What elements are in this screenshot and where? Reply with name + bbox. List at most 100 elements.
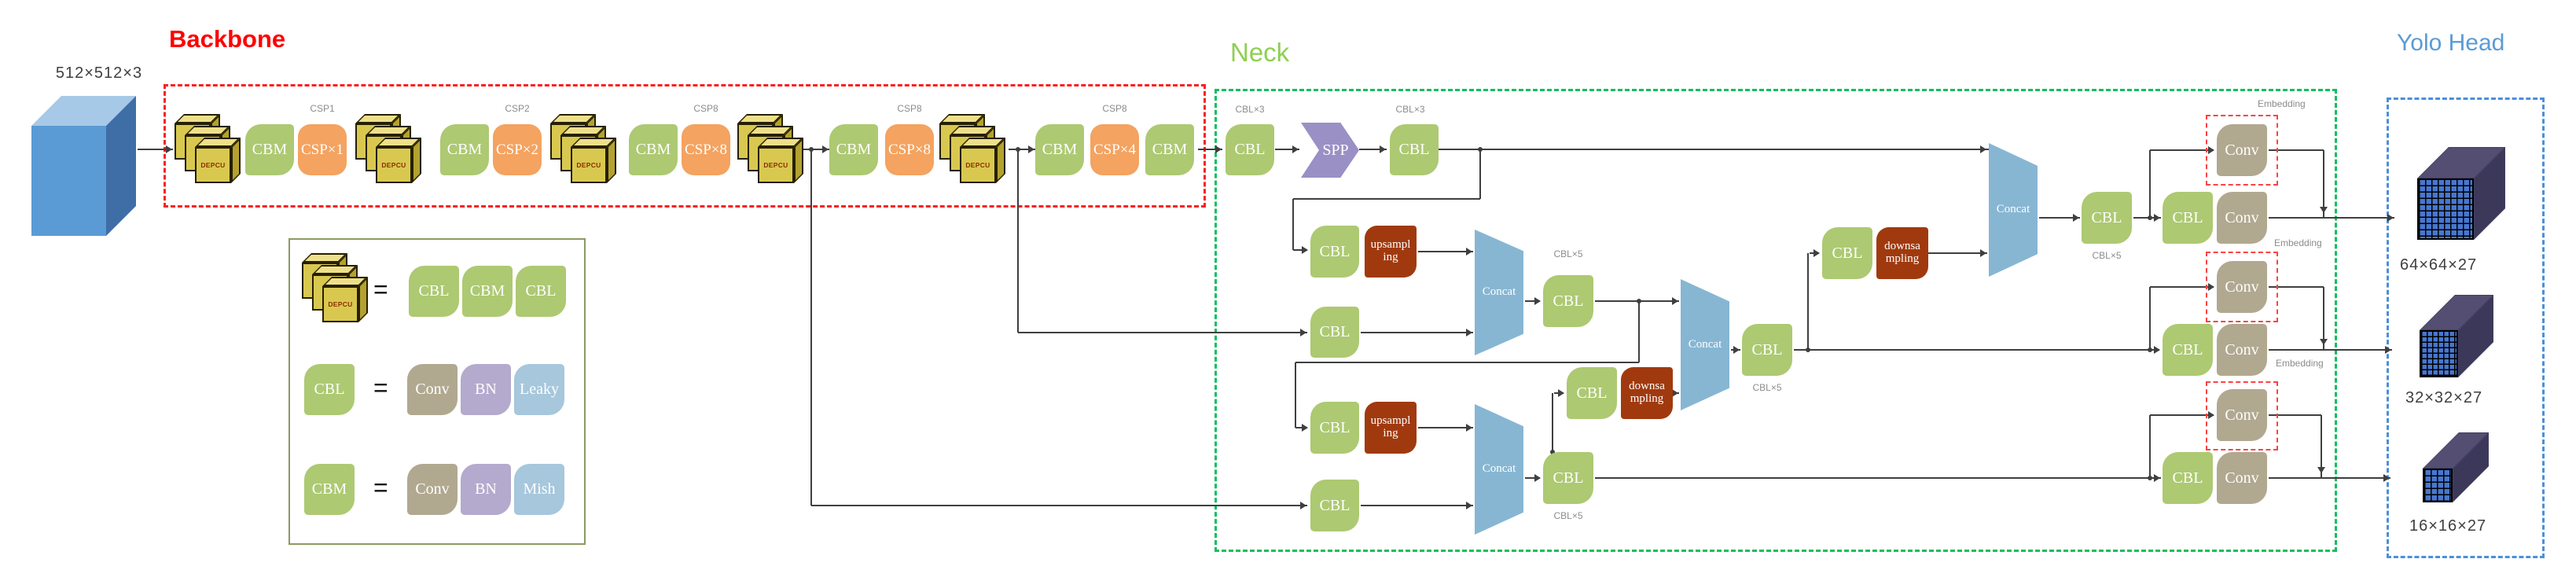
arrowhead xyxy=(1292,145,1299,153)
neck-region-box xyxy=(1215,89,2337,552)
arrowhead xyxy=(2154,346,2160,354)
connector-line xyxy=(1418,251,1473,252)
output-size-label-1: 64×64×27 xyxy=(2400,256,2478,274)
connector-line xyxy=(2149,287,2151,350)
depcu-box-front: DEPCU xyxy=(758,138,805,185)
depcu-label: DEPCU xyxy=(576,161,601,169)
legend-cbl-a: CBL xyxy=(409,266,459,317)
backbone-cbm-3: CBM xyxy=(629,124,678,175)
legend-equals-1: = xyxy=(373,275,389,303)
neck-cbl-down2: CBL xyxy=(1822,227,1872,279)
output-cube-1 xyxy=(2417,147,2505,240)
legend-depcu-stack: DEPCU xyxy=(302,253,369,324)
backbone-cbm-5: CBM xyxy=(1035,124,1084,175)
cbl5-label-f3: CBL×5 xyxy=(1553,510,1583,521)
connector-line xyxy=(2269,349,2392,351)
arrowhead xyxy=(2320,207,2328,213)
legend-conv-2: Conv xyxy=(407,464,458,515)
connector-line xyxy=(2269,286,2324,288)
arrowhead xyxy=(1980,145,1986,153)
arrowhead xyxy=(2154,214,2160,222)
legend-leaky: Leaky xyxy=(514,364,564,415)
embedding-box-1 xyxy=(2206,115,2278,186)
arrowhead xyxy=(1733,346,1740,354)
arrowhead xyxy=(2073,214,2079,222)
head-cbl-2: CBL xyxy=(2163,324,2213,376)
depcu-box-front: DEPCU xyxy=(376,138,423,185)
output-cube-2 xyxy=(2420,295,2493,377)
embedding-box-2 xyxy=(2206,252,2278,322)
stage-label-csp1: CSP1 xyxy=(310,103,335,114)
depcu-label: DEPCU xyxy=(763,161,788,169)
legend-mish: Mish xyxy=(514,464,564,515)
embedding-label-1: Embedding xyxy=(2258,98,2306,109)
arrowhead xyxy=(2387,214,2394,222)
arrowhead xyxy=(2317,467,2325,473)
arrowhead xyxy=(1672,297,1678,305)
embedding-conv-3: Conv xyxy=(2217,389,2267,441)
connector-line xyxy=(2039,217,2080,219)
embedding-label-2: Embedding xyxy=(2274,237,2322,248)
neck-cbl5-h1: CBL xyxy=(2082,192,2132,244)
arrowhead xyxy=(1813,249,1820,257)
connector-line xyxy=(803,149,829,150)
embedding-label-3: Embedding xyxy=(2276,358,2324,369)
yolo-head-region-box xyxy=(2387,97,2545,558)
arrowhead xyxy=(1466,502,1472,509)
backbone-title: Backbone xyxy=(169,25,286,53)
connector-line xyxy=(2323,287,2324,350)
connector-line xyxy=(138,149,173,150)
arrowhead xyxy=(1028,145,1034,153)
cbl3-label-2: CBL×3 xyxy=(1395,104,1425,115)
arrowhead xyxy=(1534,297,1541,305)
connector-line xyxy=(2269,149,2324,151)
arrowhead xyxy=(822,145,829,153)
connector-line xyxy=(1292,199,1294,250)
neck-cbl-p3: CBL xyxy=(1310,480,1359,531)
arrowhead xyxy=(2208,411,2214,419)
backbone-csp-4: CSP×8 xyxy=(885,124,934,175)
depcu-stack-5: DEPCU xyxy=(939,114,1007,185)
arrowhead xyxy=(1300,502,1306,509)
arrowhead xyxy=(1302,246,1308,254)
connector-line xyxy=(1418,427,1473,428)
backbone-cbm-6: CBM xyxy=(1145,124,1194,175)
upsampling-2: upsampl ing xyxy=(1365,402,1417,454)
arrowhead xyxy=(1466,329,1472,336)
legend-cbm-a: CBM xyxy=(462,266,513,317)
connector-line xyxy=(1439,149,1989,150)
depcu-stack-3: DEPCU xyxy=(550,114,618,185)
stage-label-csp8-c: CSP8 xyxy=(1102,103,1127,114)
output-cube-3 xyxy=(2423,432,2489,502)
backbone-csp-5: CSP×4 xyxy=(1090,124,1139,175)
cbl5-label-n4: CBL×5 xyxy=(1752,382,1782,393)
head-cbl-1: CBL xyxy=(2163,192,2213,244)
connector-line xyxy=(2323,150,2324,218)
connector-line xyxy=(1295,362,1639,363)
downsampling-2: downsa mpling xyxy=(1876,227,1928,279)
connector-line xyxy=(1928,252,1987,254)
connector-line xyxy=(1638,301,1640,362)
connector-line xyxy=(1009,149,1035,150)
connector-line xyxy=(1017,149,1019,333)
neck-cbl-spp-pre: CBL xyxy=(1226,124,1274,175)
arrowhead xyxy=(1980,249,1986,257)
depcu-stack-1: DEPCU xyxy=(175,114,242,185)
backbone-csp-3: CSP×8 xyxy=(682,124,730,175)
depcu-label: DEPCU xyxy=(200,161,226,169)
arrowhead xyxy=(1558,389,1564,397)
legend-cbm-lhs: CBM xyxy=(304,464,355,515)
connector-line xyxy=(1361,505,1473,506)
connector-line xyxy=(1807,253,1809,350)
connector-line xyxy=(1018,332,1307,333)
legend-equals-3: = xyxy=(373,473,389,502)
junction-dot xyxy=(2148,215,2152,220)
cube-front-face xyxy=(2423,469,2453,502)
input-image-cube xyxy=(31,96,136,236)
connector-line xyxy=(2321,415,2322,478)
head-conv-3: Conv xyxy=(2217,452,2267,504)
depcu-box-front: DEPCU xyxy=(571,138,618,185)
arrowhead xyxy=(166,145,172,153)
neck-cbl5-f3: CBL xyxy=(1543,452,1593,504)
